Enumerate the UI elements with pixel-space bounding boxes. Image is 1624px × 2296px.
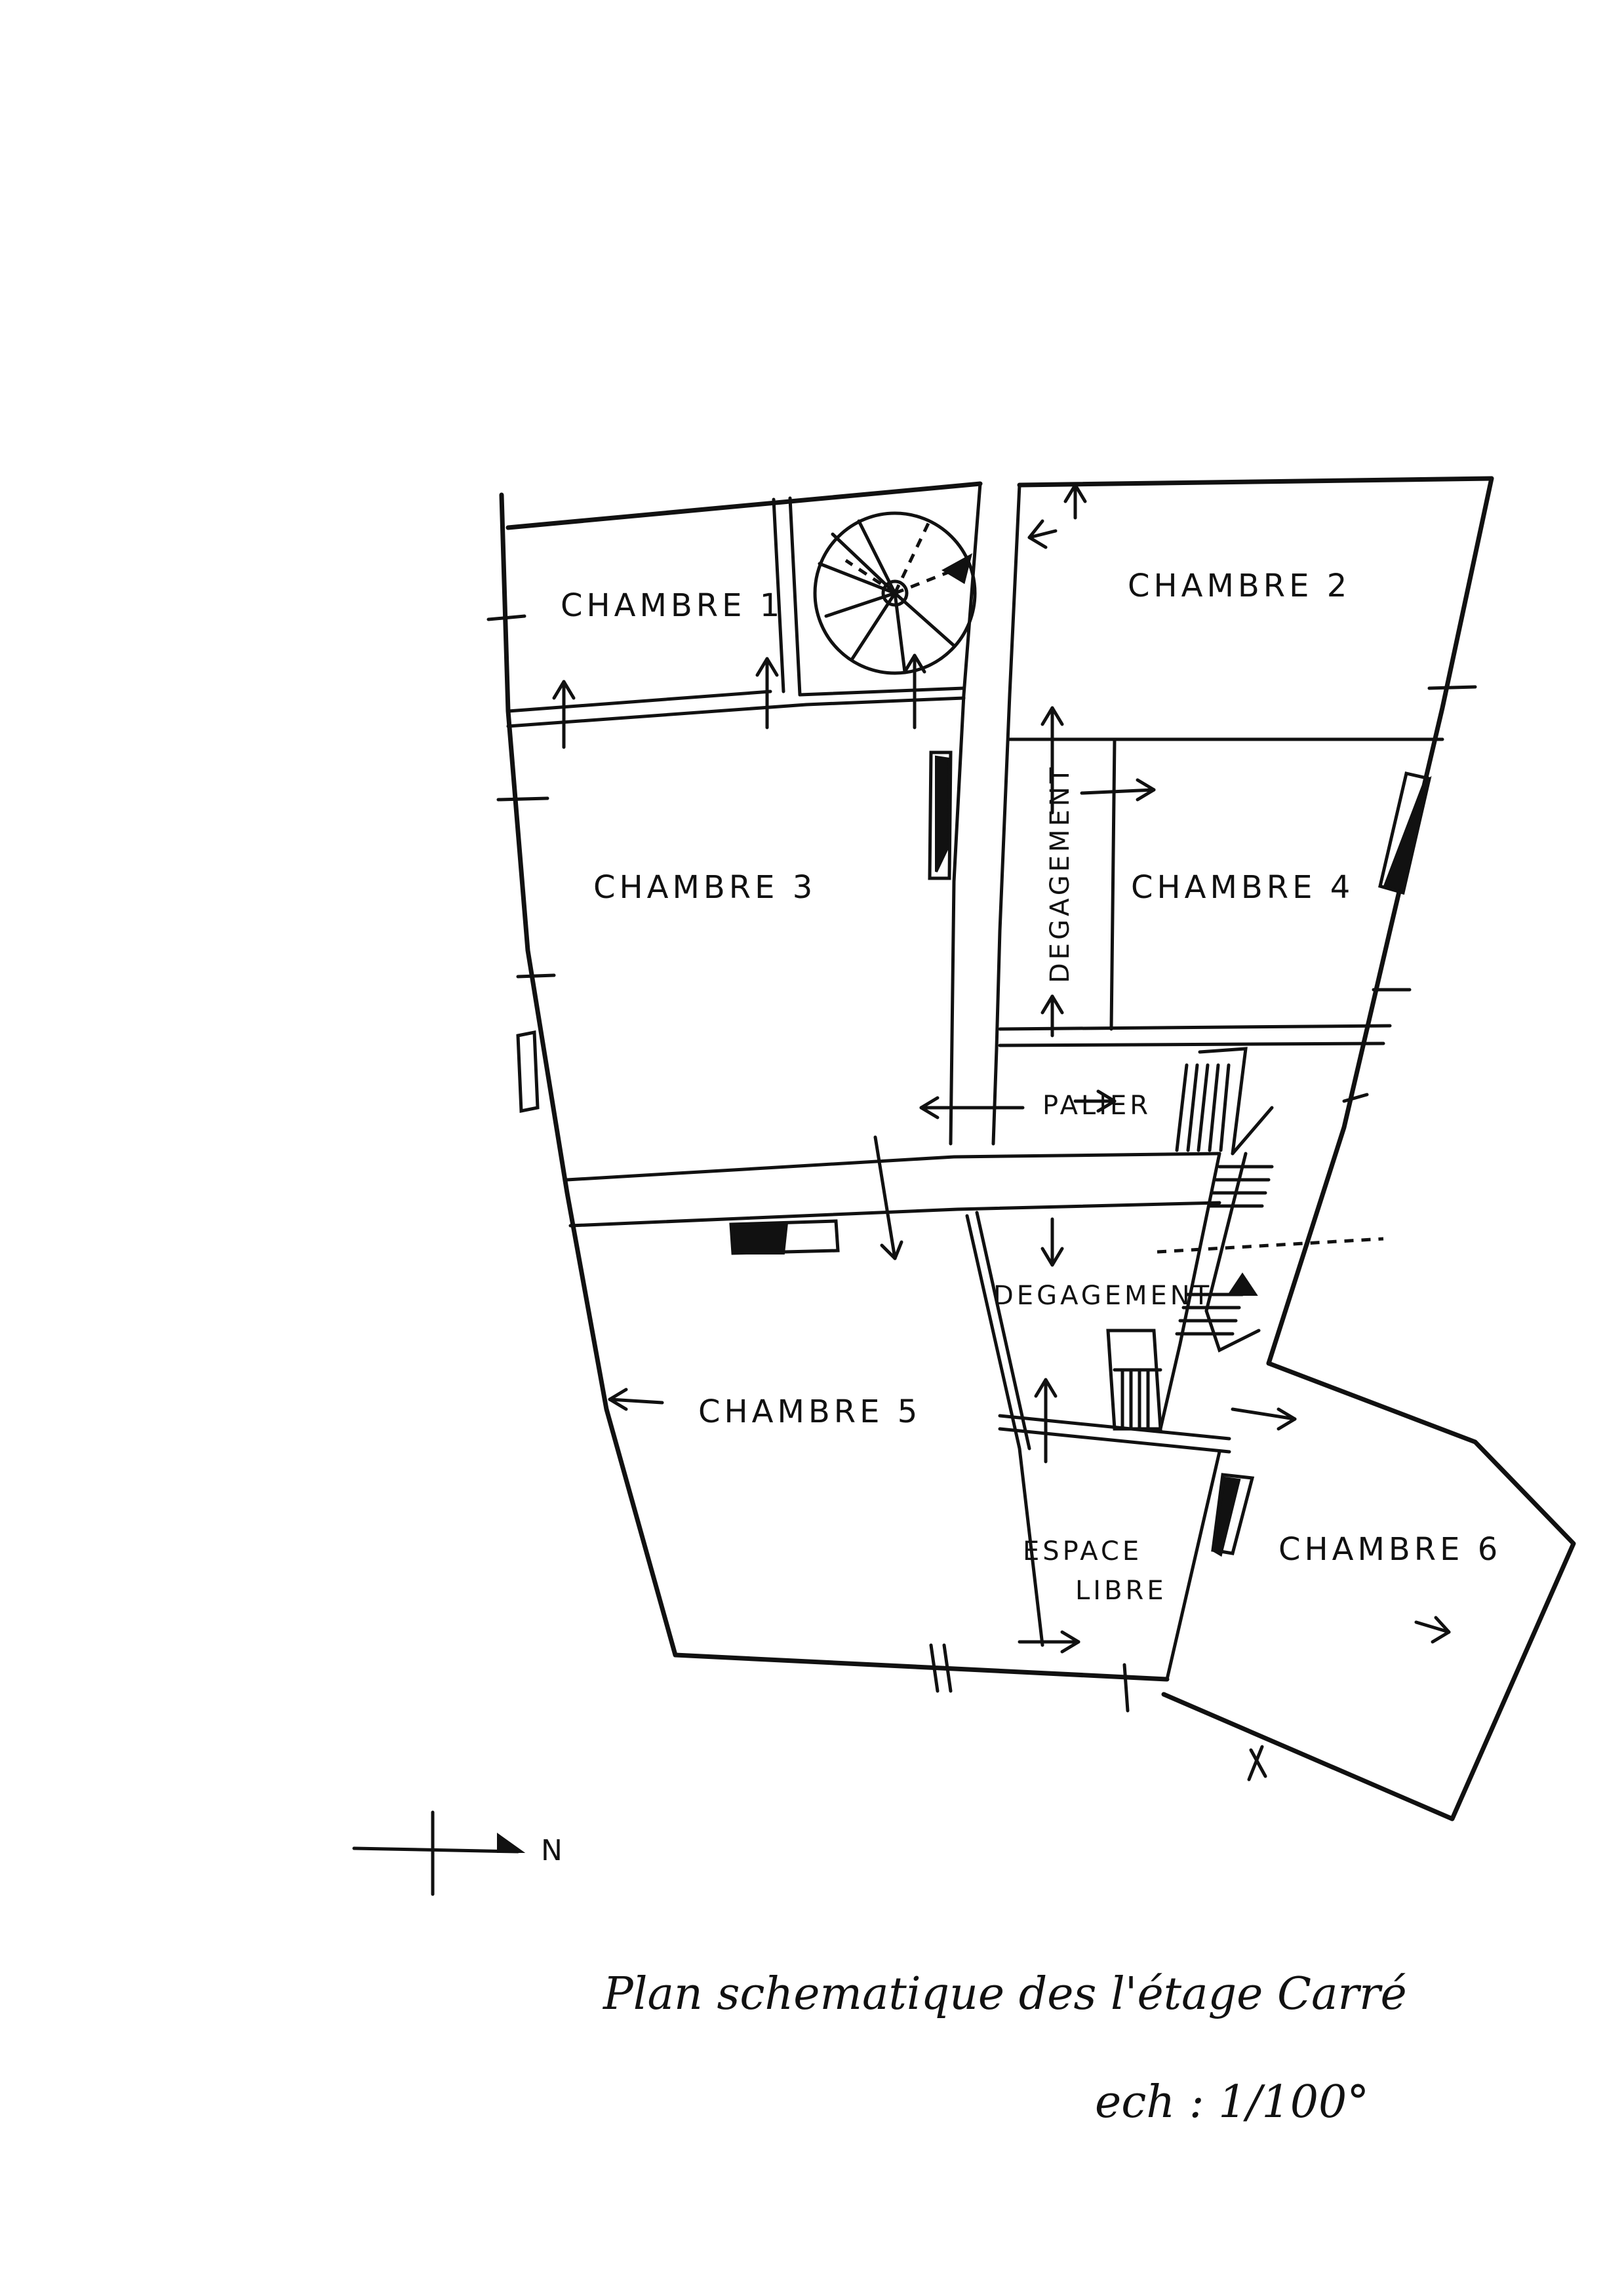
chambre-1-walls: [506, 496, 966, 728]
label-espace-line-2: LIBRE: [1075, 1576, 1167, 1606]
label-chambre-4: CHAMBRE 4: [1131, 869, 1354, 906]
chambre-2-4-walls: [998, 737, 1444, 1047]
outer-walls: [499, 476, 1494, 1682]
lateral-corridor-walls: [565, 1152, 1221, 1228]
plan-title: Plan schematique des l'étage Carré: [602, 1968, 1407, 2020]
chambre-6-walls: [1161, 1361, 1576, 1821]
door-arrows: [552, 483, 1451, 1654]
label-chambre-5: CHAMBRE 5: [698, 1393, 921, 1430]
north-label: N: [541, 1834, 563, 1867]
label-espace-line-1: ESPACE: [1023, 1536, 1142, 1566]
label-chambre-1: CHAMBRE 1: [561, 587, 783, 624]
label-palier: PALIER: [1042, 1091, 1151, 1121]
north-compass: N: [352, 1810, 563, 1896]
central-corridor-walls: [949, 482, 1021, 1146]
plan-scale: ech : 1/100°: [1095, 2076, 1369, 2128]
label-chambre-3: CHAMBRE 3: [593, 869, 816, 906]
fireplaces: [516, 750, 1432, 1557]
label-degagement-lower: DEGAGEMENT: [993, 1281, 1212, 1311]
straight-staircase: [1106, 1047, 1274, 1431]
section-line: [1157, 1237, 1384, 1254]
label-degagement-vertical: DEGAGEMENT: [1045, 764, 1075, 983]
north-arrow-icon: [497, 1833, 526, 1853]
label-chambre-2: CHAMBRE 2: [1128, 568, 1351, 604]
spiral-staircase: [813, 511, 977, 675]
label-chambre-6: CHAMBRE 6: [1278, 1531, 1501, 1568]
window-ticks: [486, 614, 1477, 1781]
